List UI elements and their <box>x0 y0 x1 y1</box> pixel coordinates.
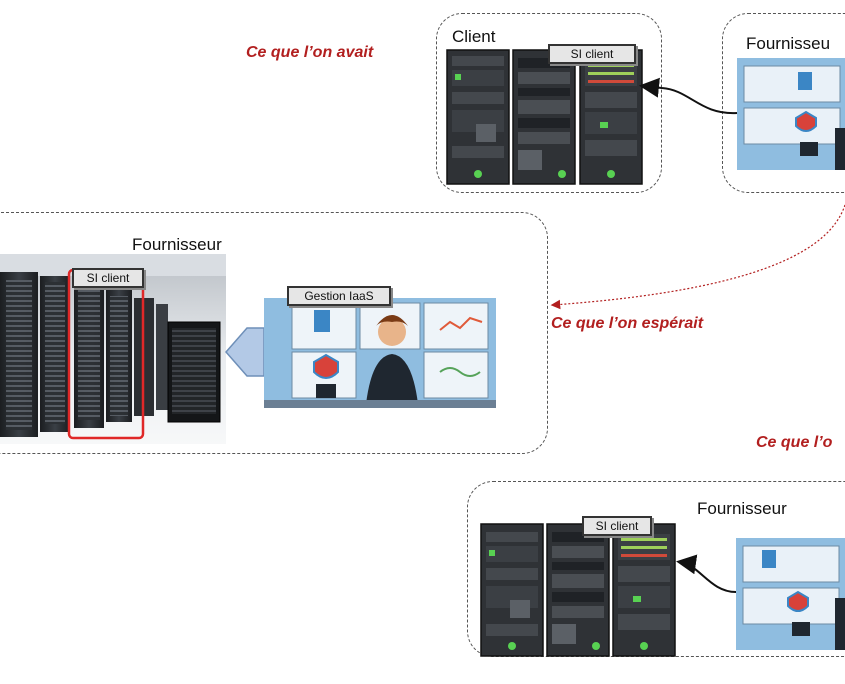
caption-avait: Ce que l’on avait <box>246 44 374 61</box>
server-rack <box>612 523 676 657</box>
server-rack <box>546 523 610 657</box>
monitor-wall-bottom <box>736 538 845 650</box>
client-racks-top <box>446 49 643 185</box>
fournisseur-title-bottom: Fournisseur <box>697 499 787 518</box>
server-rack <box>579 49 643 185</box>
server-rack <box>512 49 576 185</box>
client-title: Client <box>452 27 496 46</box>
fournisseur-title-top: Fournisseu <box>746 34 831 53</box>
si-client-tag-middle: SI client <box>72 268 144 288</box>
datacenter-photo <box>0 254 226 444</box>
fournisseur-box-top <box>722 13 845 193</box>
fournisseur-title-middle: Fournisseur <box>132 235 222 254</box>
monitor-wall-top <box>737 58 845 170</box>
si-client-tag-bottom: SI client <box>582 516 652 536</box>
gestion-iaas-tag: Gestion IaaS <box>287 286 391 306</box>
client-box <box>436 13 662 193</box>
caption-esperait: Ce que l’on espérait <box>551 315 704 332</box>
server-rack <box>480 523 544 657</box>
si-client-tag-top: SI client <box>548 44 636 64</box>
arrow-left-shape <box>225 327 265 377</box>
fournisseur-box-middle <box>0 212 548 454</box>
caption-third: Ce que l’o <box>756 434 833 451</box>
server-rack <box>446 49 510 185</box>
monitor-wall-middle <box>264 298 496 408</box>
fournisseur-racks-bottom <box>480 523 676 657</box>
